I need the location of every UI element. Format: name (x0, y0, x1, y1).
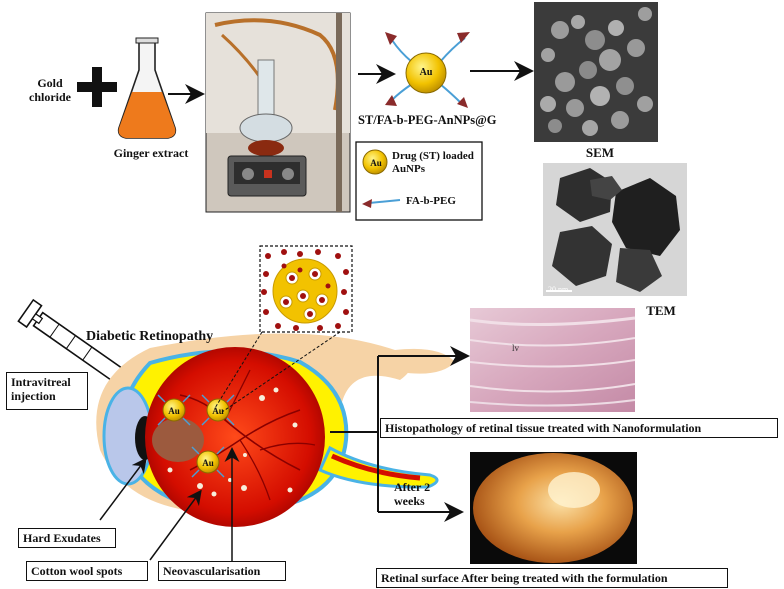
gold-chloride-label: Gold chloride (29, 76, 71, 104)
legend-peg-label: FA-b-PEG (406, 195, 456, 207)
flask-icon (117, 37, 177, 139)
plus-icon (77, 67, 117, 107)
retinal-surface-caption: Retinal surface After being treated with… (376, 568, 728, 588)
histopathology-caption: Histopathology of retinal tissue treated… (380, 418, 778, 438)
cotton-wool-spots-label: Cotton wool spots (26, 561, 148, 581)
retina-image (470, 452, 637, 564)
nanoparticle-zoom-inset (214, 245, 353, 413)
eye-np-label-3: Au (202, 458, 214, 468)
hard-exudates-label: Hard Exudates (18, 528, 116, 548)
product-label: ST/FA-b-PEG-AnNPs@G (358, 113, 497, 127)
sem-image (534, 2, 658, 142)
np-core-label: Au (419, 67, 433, 78)
eye-np-label-2: Au (212, 406, 224, 416)
neovascularisation-label: Neovascularisation (158, 561, 286, 581)
histo-mark: lv (512, 343, 520, 353)
tem-scale-label: 20 nm (548, 285, 569, 294)
eye-title: Diabetic Retinopathy (86, 329, 214, 344)
results-arrows (330, 346, 470, 522)
apparatus-photo (205, 12, 351, 213)
legend-np-label: Au (370, 158, 382, 168)
legend-box (355, 141, 483, 221)
intravitreal-injection-label: Intravitreal injection (6, 372, 88, 410)
histopathology-image (469, 308, 636, 412)
hard-exudates-pointer (99, 457, 147, 521)
after-two-weeks-label: After 2 weeks (394, 480, 431, 508)
ginger-extract-label: Ginger extract (113, 146, 189, 160)
tem-label: TEM (646, 303, 676, 318)
tem-image (543, 163, 687, 296)
legend-drug-label: Drug (ST) loaded AuNPs (392, 150, 474, 175)
cotton-wool-pointer (149, 489, 202, 561)
sem-label: SEM (585, 145, 615, 160)
nanoparticle-icon (385, 32, 470, 108)
eye-np-label-1: Au (168, 406, 180, 416)
